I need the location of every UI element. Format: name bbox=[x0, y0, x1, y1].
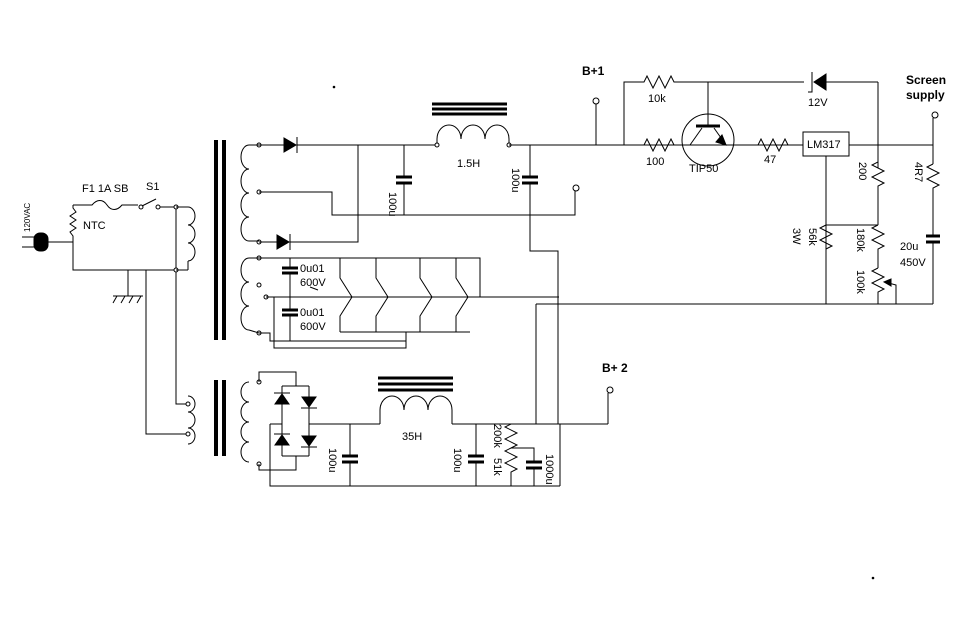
capacitor-100u-b-symbol bbox=[522, 145, 559, 424]
capacitor-100u-a-label: 100u bbox=[386, 192, 398, 216]
resistor-47-label: 47 bbox=[764, 154, 776, 166]
snubber-capacitor-1-symbol bbox=[282, 258, 298, 297]
capacitor-100u-b-label: 100u bbox=[509, 168, 521, 192]
resistor-100-symbol bbox=[643, 137, 675, 153]
snubber-capacitor-1-value: 0u01 bbox=[300, 263, 324, 275]
fuse-symbol bbox=[73, 200, 138, 210]
snubber-capacitor-2-value: 0u01 bbox=[300, 307, 324, 319]
resistor-51k-label: 51k bbox=[491, 458, 503, 476]
test-point-icon bbox=[572, 184, 580, 192]
resistor-100-label: 100 bbox=[646, 156, 664, 168]
capacitor-20u-value: 20u bbox=[900, 241, 918, 253]
choke-35h-label: 35H bbox=[402, 431, 422, 443]
snubber-capacitor-2-symbol bbox=[282, 297, 298, 341]
snubber-capacitor-1-voltage: 600V bbox=[300, 277, 326, 289]
choke-1-5h-symbol bbox=[432, 102, 512, 148]
capacitor-1000u-label: 1000u bbox=[543, 454, 555, 485]
upper-transformer-symbol bbox=[173, 140, 269, 340]
mains-voltage-label: 120VAC bbox=[23, 203, 32, 232]
resistor-10k-label: 10k bbox=[648, 93, 666, 105]
ntc-label: NTC bbox=[83, 220, 106, 232]
resistor-200-label: 200 bbox=[856, 162, 868, 180]
resistor-56k-symbol bbox=[818, 224, 878, 250]
mains-plug-icon bbox=[22, 232, 60, 252]
resistor-200k-label: 200k bbox=[491, 424, 503, 448]
capacitor-100u-c-label: 100u bbox=[326, 448, 338, 472]
zener-diode-12v-icon bbox=[808, 72, 878, 93]
choke-1-5h-label: 1.5H bbox=[457, 158, 480, 170]
ground-icon bbox=[112, 295, 143, 304]
fuse-label: F1 1A SB bbox=[82, 183, 128, 195]
switch-label: S1 bbox=[146, 181, 159, 193]
resistor-200-symbol bbox=[870, 145, 886, 225]
potentiometer-100k-symbol bbox=[870, 267, 897, 304]
regulator-lm317-symbol bbox=[802, 131, 850, 157]
switch-s1-symbol bbox=[138, 198, 176, 210]
bplus1-terminal-icon bbox=[592, 97, 600, 105]
resistor-4r7-symbol bbox=[925, 163, 941, 236]
resistor-56k-label: 56k bbox=[806, 228, 818, 246]
screen-supply-label-1: Screen bbox=[906, 73, 946, 87]
lower-transformer-symbol bbox=[185, 379, 262, 467]
resistor-200k-symbol bbox=[503, 423, 519, 449]
transistor-label: TIP50 bbox=[689, 163, 718, 175]
screen-supply-label-2: supply bbox=[906, 88, 945, 102]
diode-upper-icon bbox=[283, 137, 298, 153]
diode-lower-icon bbox=[276, 234, 291, 250]
bridge-rectifier-symbol bbox=[258, 371, 317, 471]
bplus2-terminal-icon bbox=[606, 386, 614, 394]
capacitor-100u-d-symbol bbox=[468, 424, 484, 486]
resistor-180k-label: 180k bbox=[854, 228, 866, 252]
choke-35h-symbol bbox=[378, 376, 453, 424]
capacitor-100u-c-symbol bbox=[342, 424, 358, 486]
regulator-label: LM317 bbox=[807, 139, 841, 151]
bplus1-label: B+1 bbox=[582, 64, 605, 78]
bplus2-label: B+ 2 bbox=[602, 361, 628, 375]
zener-label: 12V bbox=[808, 97, 828, 109]
heater-winding-links bbox=[339, 258, 470, 333]
resistor-47-symbol bbox=[757, 137, 789, 153]
capacitor-100u-d-label: 100u bbox=[451, 448, 463, 472]
transistor-tip50-symbol bbox=[680, 82, 736, 167]
resistor-180k-symbol bbox=[870, 224, 886, 268]
resistor-56k-power-label: 3W bbox=[790, 228, 802, 245]
capacitor-1000u-symbol bbox=[526, 460, 542, 486]
resistor-51k-symbol bbox=[503, 447, 519, 486]
screen-supply-terminal-icon bbox=[931, 111, 939, 119]
ntc-thermistor-symbol bbox=[60, 205, 77, 243]
capacitor-20u-voltage: 450V bbox=[900, 257, 926, 269]
potentiometer-label: 100k bbox=[854, 270, 866, 294]
resistor-10k-symbol bbox=[623, 74, 804, 145]
snubber-capacitor-2-voltage: 600V bbox=[300, 321, 326, 333]
resistor-4r7-label: 4R7 bbox=[912, 162, 924, 182]
capacitor-20u-symbol bbox=[926, 234, 940, 304]
capacitor-100u-a-symbol bbox=[396, 145, 412, 215]
